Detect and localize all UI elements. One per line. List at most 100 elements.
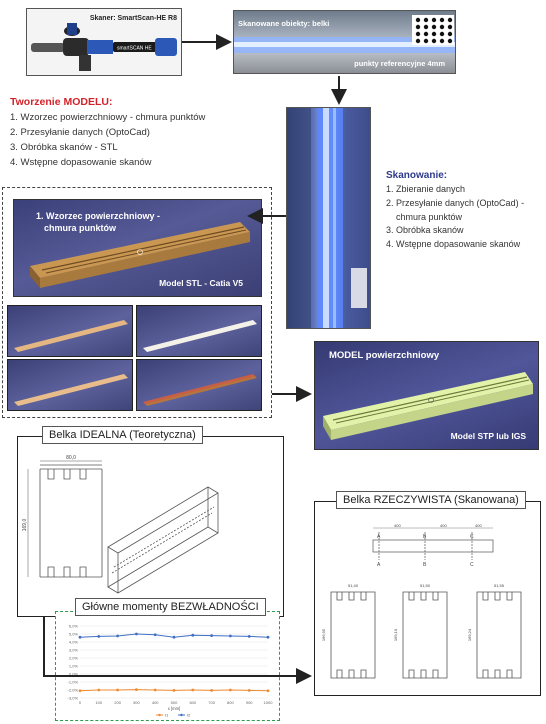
- section-height: 169,24: [467, 628, 472, 641]
- vertical-scan-photo: [286, 107, 371, 329]
- data-point: [247, 635, 251, 638]
- ideal-dim-top: 80,0: [66, 455, 76, 461]
- stl-dashed-container: [2, 187, 272, 418]
- stl-title-line1: 1. Wzorzec powierzchniowy -: [36, 211, 161, 221]
- list-item: 1. Zbieranie danych: [386, 184, 466, 194]
- data-point: [229, 634, 232, 638]
- y-tick-label: -3,0%: [68, 696, 79, 701]
- y-tick-label: 3,0%: [69, 648, 79, 653]
- data-point: [247, 689, 251, 692]
- ideal-dim-height: 169,0: [22, 519, 28, 532]
- thumbnail-beam: [14, 374, 128, 406]
- x-tick-label: 600: [189, 700, 196, 705]
- stl-caption: Model STL - Catia V5: [159, 278, 243, 288]
- real-cross-section-a: [330, 591, 376, 679]
- model-creation-list: 1. Wzorzec powierzchniowy - chmura punkt…: [10, 110, 205, 170]
- scanning-title: Skanowanie:: [386, 170, 448, 181]
- list-item: 3. Obróbka skanów: [386, 225, 464, 236]
- ideal-beam-frame: 80,0 169,0: [17, 436, 284, 617]
- reference-dots: [415, 17, 453, 44]
- thumbnail-beam: [143, 320, 257, 352]
- data-point: [229, 688, 232, 692]
- ideal-isometric-view: [107, 486, 219, 594]
- stp-caption: Model STP lub IGS: [450, 431, 526, 441]
- data-point: [172, 635, 176, 639]
- ideal-cross-section: [27, 460, 103, 578]
- section-label: A: [377, 562, 381, 568]
- data-point: [116, 634, 119, 638]
- stl-thumbnail: [7, 305, 133, 357]
- data-point: [135, 632, 138, 636]
- list-item: 3. Obróbka skanów - STL: [10, 142, 118, 153]
- legend-marker: [180, 713, 183, 717]
- real-cross-section-c: [476, 591, 522, 679]
- y-tick-label: 1,0%: [69, 664, 79, 669]
- legend-label: I2: [187, 713, 191, 718]
- data-point: [153, 633, 157, 637]
- y-tick-label: 5,0%: [69, 632, 79, 637]
- data-point: [153, 688, 157, 692]
- y-tick-label: -1,0%: [68, 680, 79, 685]
- y-tick-label: 2,0%: [69, 656, 79, 661]
- data-point: [266, 635, 270, 639]
- data-point: [116, 688, 119, 692]
- real-dim-top: 400: [394, 523, 401, 528]
- vertical-scan-image: [287, 108, 370, 328]
- x-tick-label: 900: [246, 700, 253, 705]
- data-point: [78, 689, 82, 693]
- scan-photo: Skanowane obiekty: belki punkty referenc…: [233, 10, 456, 74]
- list-item: chmura punktów: [396, 211, 463, 222]
- stl-beam-render: [30, 222, 250, 288]
- x-tick-label: 500: [171, 700, 178, 705]
- data-point: [191, 633, 195, 637]
- list-item: 4. Wstępne dopasowanie skanów: [386, 239, 521, 250]
- stl-thumbnail: [136, 359, 262, 411]
- stp-title: MODEL powierzchniowy: [329, 350, 440, 361]
- list-item: 2. Przesyłanie danych (OptoCad) -: [386, 197, 525, 208]
- section-height: 169,10: [393, 628, 398, 641]
- scanner-device-label: smartSCAN HE: [117, 46, 152, 52]
- stl-title-line2: chmura punktów: [44, 223, 117, 233]
- data-point: [135, 688, 138, 691]
- scan-photo-image: [234, 15, 455, 53]
- reference-points-label: punkty referencyjne 4mm: [354, 59, 445, 68]
- data-point: [210, 689, 214, 692]
- list-item: 2. Przesyłanie danych (OptoCad): [10, 127, 150, 138]
- real-beam-drawing: 400 400 400 A B C A B C 51,40 51,50 51,5…: [321, 523, 522, 679]
- section-label: C: [470, 562, 474, 568]
- stp-beam-render: [323, 372, 533, 440]
- scanner-device-image: smartSCAN HE: [31, 23, 177, 71]
- x-tick-label: 0: [79, 700, 82, 705]
- legend-marker: [158, 713, 161, 717]
- list-item: 4. Wstępne dopasowanie skanów: [10, 157, 152, 168]
- legend-label: I1: [165, 713, 169, 718]
- model-creation-title: Tworzenie MODELU:: [10, 96, 113, 108]
- section-dim: 51,40: [348, 583, 359, 588]
- thumbnail-beam: [143, 374, 257, 406]
- section-label: B: [423, 562, 427, 568]
- y-tick-label: 6,0%: [69, 624, 79, 629]
- data-point: [172, 689, 176, 692]
- data-point: [97, 635, 101, 638]
- real-cross-section-b: [402, 591, 448, 679]
- stl-thumbnail: [136, 305, 262, 357]
- ideal-beam-drawing: 80,0 169,0: [22, 455, 219, 594]
- section-dim: 51,55: [494, 583, 505, 588]
- real-beam-frame: 400 400 400 A B C A B C 51,40 51,50 51,5…: [314, 501, 541, 696]
- inertia-chart: 6,0%5,0%4,0%3,0%2,0%1,0%0,0%-1,0%-2,0%-3…: [68, 624, 274, 718]
- section-dim: 51,50: [420, 583, 431, 588]
- y-tick-label: 4,0%: [69, 640, 79, 645]
- x-tick-label: 100: [95, 700, 102, 705]
- scanner-title: Skaner: SmartScan-HE R8: [89, 15, 177, 22]
- x-axis-label: x [mm]: [168, 706, 181, 711]
- scanned-objects-label: Skanowane obiekty: belki: [238, 19, 330, 28]
- real-dim-top: 400: [475, 523, 482, 528]
- x-tick-label: 800: [227, 700, 234, 705]
- x-tick-label: 200: [114, 700, 121, 705]
- section-label: B: [423, 534, 427, 540]
- stl-model-image: 1. Wzorzec powierzchniowy - chmura punkt…: [13, 199, 262, 297]
- real-dim-top: 400: [440, 523, 447, 528]
- data-point: [78, 635, 82, 639]
- section-label: A: [377, 534, 381, 540]
- ideal-beam-title: Belka IDEALNA (Teoretyczna): [42, 426, 203, 444]
